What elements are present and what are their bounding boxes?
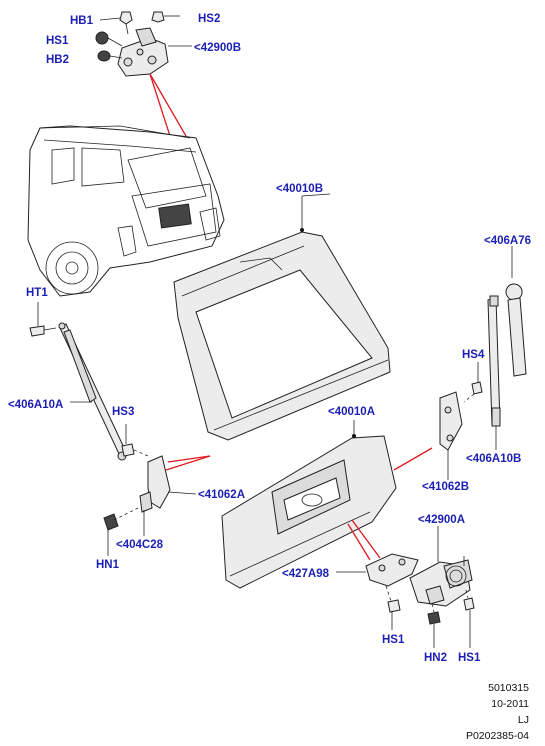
callout-ht1: HT1 — [26, 287, 48, 299]
reference-initials: LJ — [517, 714, 529, 726]
callout-41062a: <41062A — [198, 489, 245, 501]
callout-hn1: HN1 — [96, 559, 120, 571]
lower-latch-assembly — [409, 526, 473, 607]
callout-hs1-bottom: HS1 — [382, 634, 405, 646]
callout-hs2: HS2 — [198, 13, 220, 25]
callout-40010b: <40010B — [276, 183, 323, 195]
reference-date: 10-2011 — [491, 698, 529, 710]
callout-406a10a: <406A10A — [8, 399, 63, 411]
callout-hs1-top: HS1 — [46, 35, 69, 47]
callout-hs1-right: HS1 — [458, 652, 481, 664]
right-bracket — [439, 362, 483, 480]
callout-hb2: HB2 — [46, 54, 69, 66]
callout-hb1: HB1 — [70, 15, 94, 27]
callout-406a76: <406A76 — [484, 235, 531, 247]
upper-latch-assembly — [95, 11, 192, 137]
left-hinge-assembly — [103, 424, 197, 556]
right-gas-strut — [487, 246, 527, 450]
lower-tailgate — [221, 420, 433, 589]
callout-40010a: <40010A — [328, 406, 375, 418]
callout-hs4: HS4 — [462, 349, 485, 361]
left-gas-strut — [29, 302, 127, 461]
callout-427a98: <427A98 — [282, 568, 330, 580]
callout-hn2: HN2 — [424, 652, 447, 664]
striker-plate — [336, 553, 419, 630]
callout-hs3: HS3 — [112, 406, 134, 418]
callout-406a10b: <406A10B — [466, 453, 521, 465]
illustration-id: P0202385-04 — [465, 730, 529, 742]
callout-42900b: <42900B — [194, 42, 241, 54]
vehicle-rear-view — [27, 125, 225, 297]
callout-42900a: <42900A — [418, 514, 465, 526]
reference-block: 5010315 10-2011 LJ P0202385-04 — [466, 680, 529, 744]
upper-tailgate-frame — [165, 193, 391, 471]
lower-fasteners — [427, 589, 475, 648]
callout-404c28: <404C28 — [116, 539, 164, 551]
callout-41062b: <41062B — [422, 481, 469, 493]
reference-code: 5010315 — [488, 682, 529, 694]
